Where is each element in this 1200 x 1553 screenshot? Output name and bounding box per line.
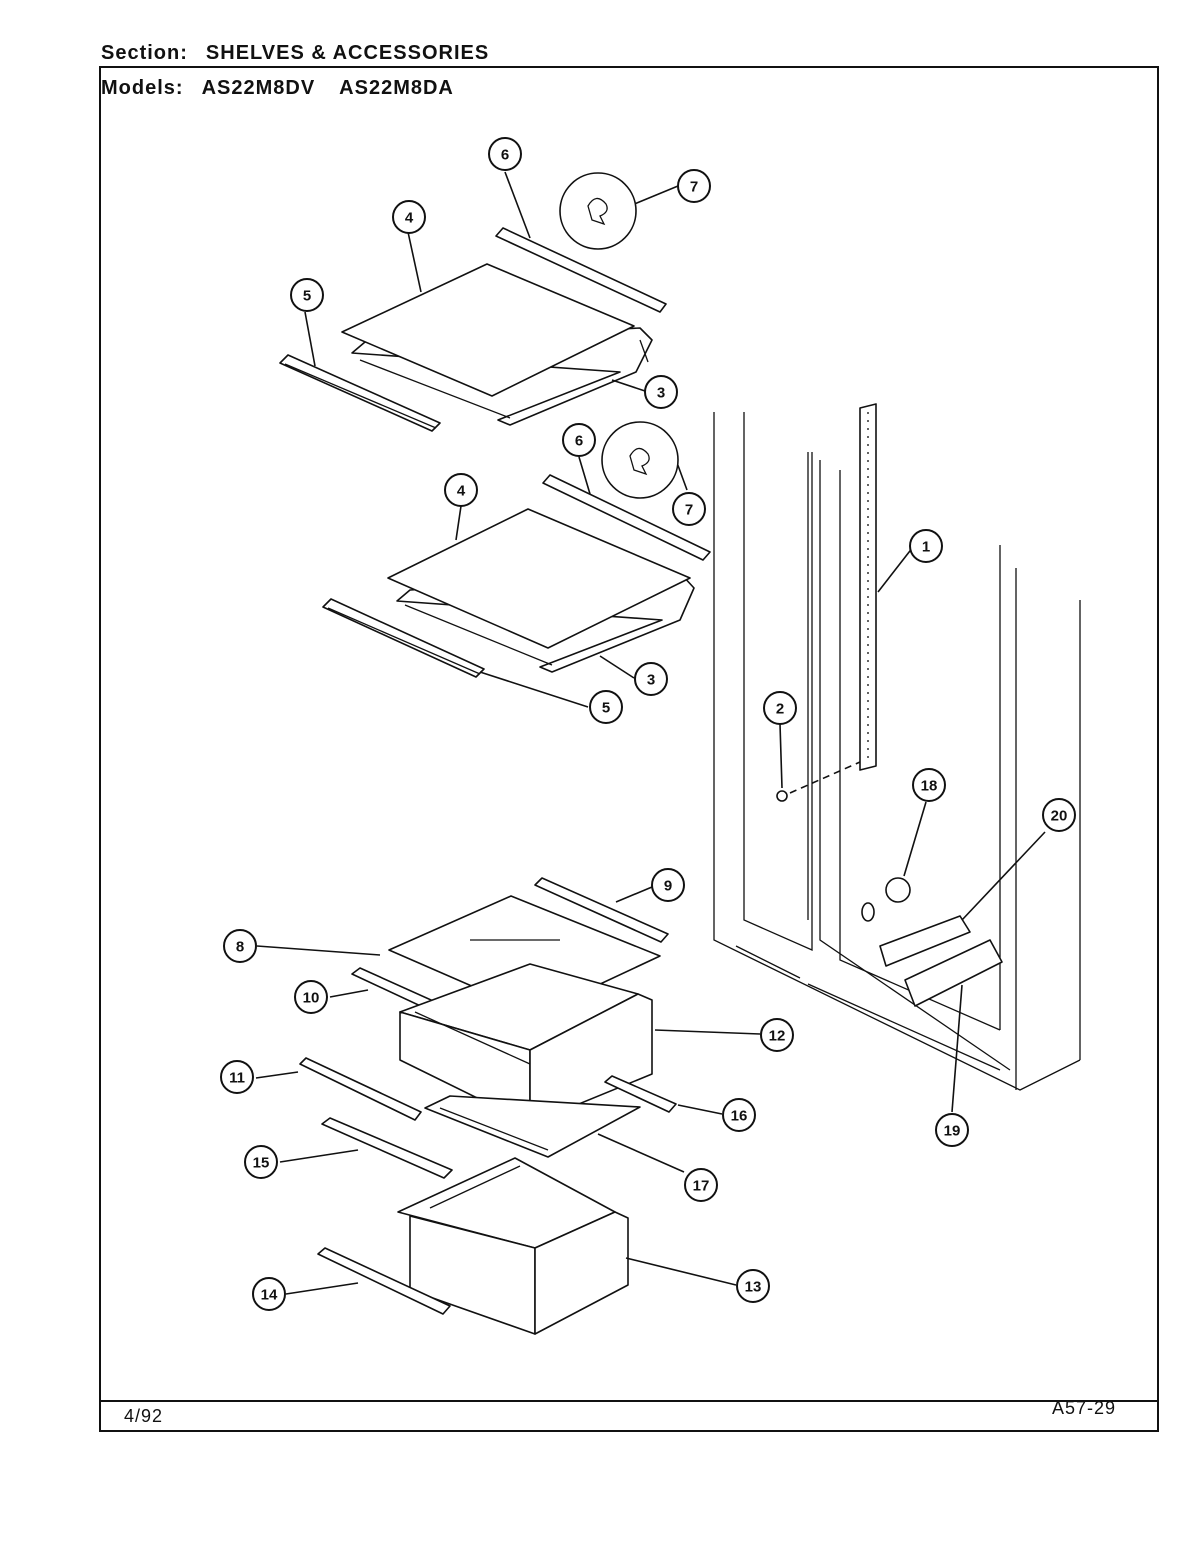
crisper-bottom-plate (424, 1095, 641, 1158)
callout-number-7: 7 (685, 502, 693, 519)
callout-circle-18 (912, 768, 946, 802)
callout-circle-3 (644, 375, 678, 409)
callout-circle-1 (909, 529, 943, 563)
callout-number-19: 19 (944, 1123, 961, 1140)
lower-crisper-drawer (397, 1157, 629, 1335)
callout-number-3: 3 (647, 672, 655, 689)
callout-number-11: 11 (229, 1070, 245, 1087)
models-header: Models: AS22M8DV AS22M8DA (101, 77, 454, 100)
callout-number-17: 17 (693, 1178, 710, 1195)
callout-number-6: 6 (575, 433, 583, 450)
section-header: Section: SHELVES & ACCESSORIES (101, 42, 489, 65)
callout-circle-15 (244, 1145, 278, 1179)
light-shield (904, 939, 1003, 1007)
callout-circle-6 (562, 423, 596, 457)
models-label: Models: (101, 77, 184, 99)
upper-crisper-drawer (399, 963, 653, 1125)
callout-number-18: 18 (921, 778, 938, 795)
callout-number-20: 20 (1051, 808, 1068, 825)
callout-number-9: 9 (664, 878, 672, 895)
callout-circle-12 (760, 1018, 794, 1052)
callout-circle-10 (294, 980, 328, 1014)
callout-circle-5 (290, 278, 324, 312)
bottom-trim (317, 1247, 451, 1315)
mounting-screw (776, 790, 788, 802)
diagram-frame (99, 66, 1159, 1432)
glass-shelf-middle (387, 508, 691, 649)
callout-number-7: 7 (690, 179, 698, 196)
callout-number-2: 2 (776, 701, 784, 718)
middle-shelf-assembly (322, 474, 711, 678)
model-1: AS22M8DV (201, 77, 316, 99)
leader-lines (255, 171, 1046, 1295)
callout-number-3: 3 (657, 385, 665, 402)
drawer-rail-left (299, 1057, 422, 1121)
callout-circle-5 (589, 690, 623, 724)
callout-circle-7 (677, 169, 711, 203)
front-trim-upper (279, 354, 441, 432)
section-label: Section: (101, 42, 188, 64)
footer-date: 4/92 (124, 1406, 164, 1426)
callout-circle-17 (684, 1168, 718, 1202)
callout-number-13: 13 (745, 1279, 762, 1296)
callout-number-15: 15 (253, 1155, 270, 1172)
callout-circle-7 (672, 492, 706, 526)
footer-divider (99, 1400, 1159, 1402)
clip-detail-middle (601, 421, 679, 499)
rear-trim-upper (495, 227, 667, 313)
callout-circle-4 (392, 200, 426, 234)
callout-circle-11 (220, 1060, 254, 1094)
callout-number-4: 4 (457, 483, 466, 500)
drawer-rail-right (604, 1075, 677, 1113)
callout-number-10: 10 (303, 990, 320, 1007)
callout-circle-16 (722, 1098, 756, 1132)
front-trim-middle (322, 598, 485, 678)
callout-number-16: 16 (731, 1108, 748, 1125)
callout-number-12: 12 (769, 1028, 786, 1045)
glass-shelf-upper (341, 263, 635, 397)
callout-number-14: 14 (261, 1287, 278, 1304)
callout-number-5: 5 (303, 288, 311, 305)
footer-code: A57-29 (1052, 1398, 1117, 1418)
cabinet-outline (713, 412, 1081, 1091)
light-socket (885, 877, 911, 903)
cover-rear-trim (534, 877, 669, 943)
callout-circle-6 (488, 137, 522, 171)
rear-trim-middle (542, 474, 711, 561)
callout-circle-9 (651, 868, 685, 902)
callout-circle-4 (444, 473, 478, 507)
model-2: AS22M8DA (339, 77, 454, 99)
shelf-ladder-rail (859, 403, 877, 771)
callout-number-1: 1 (922, 539, 930, 556)
lower-rail-left (321, 1117, 453, 1179)
callout-circle-13 (736, 1269, 770, 1303)
callout-circle-2 (763, 691, 797, 725)
clip-detail-upper (559, 172, 637, 250)
section-value: SHELVES & ACCESSORIES (205, 42, 490, 64)
callout-number-8: 8 (236, 939, 244, 956)
callout-circle-19 (935, 1113, 969, 1147)
callout-number-6: 6 (501, 147, 509, 164)
callout-circle-14 (252, 1277, 286, 1311)
callout-number-5: 5 (602, 700, 610, 717)
callout-circle-8 (223, 929, 257, 963)
upper-shelf-assembly (279, 227, 667, 432)
light-housing (879, 915, 971, 967)
callout-circle-20 (1042, 798, 1076, 832)
callout-number-4: 4 (405, 210, 414, 227)
callout-circle-3 (634, 662, 668, 696)
